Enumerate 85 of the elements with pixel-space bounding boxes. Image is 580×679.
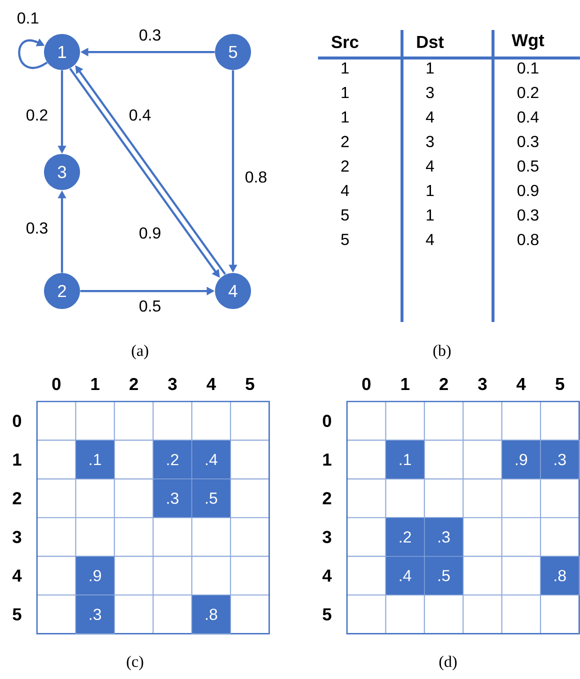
table-cell: 1 bbox=[426, 185, 434, 196]
row-header: 2 bbox=[322, 492, 332, 504]
filled-cell: .3 bbox=[424, 517, 464, 557]
edge-label: 0.8 bbox=[246, 171, 266, 183]
table-cell: 2 bbox=[341, 136, 349, 148]
table-cell: 0.3 bbox=[518, 209, 538, 221]
edge-label: 0.3 bbox=[140, 29, 160, 41]
filled-cell: .5 bbox=[191, 478, 231, 518]
table-cell: 4 bbox=[426, 112, 434, 122]
column-header: 4 bbox=[516, 378, 526, 390]
row-header: 0 bbox=[12, 414, 22, 428]
edge-label: 0.9 bbox=[140, 227, 160, 239]
table-cell: 1 bbox=[342, 62, 349, 74]
row-header: 0 bbox=[322, 414, 332, 428]
column-header: 2 bbox=[130, 378, 138, 390]
table-cell: 5 bbox=[341, 234, 349, 246]
column-header: 0 bbox=[362, 378, 370, 390]
table-cell: 3 bbox=[426, 136, 434, 148]
column-header: 2 bbox=[440, 378, 448, 390]
arrow bbox=[18, 38, 48, 69]
row-header: 4 bbox=[322, 570, 332, 582]
column-header: 0 bbox=[52, 378, 60, 390]
edge-label: 0.2 bbox=[26, 109, 48, 121]
filled-cell: .5 bbox=[424, 556, 464, 596]
column-header: 1 bbox=[91, 378, 100, 390]
table-cell: 0.5 bbox=[518, 160, 538, 172]
table-cell: 0.2 bbox=[518, 86, 538, 98]
filled-cell: .2 bbox=[152, 440, 192, 480]
table-cell: 0.9 bbox=[518, 184, 538, 196]
filled-cell: .8 bbox=[540, 556, 580, 596]
filled-cell: .1 bbox=[75, 440, 115, 480]
row-header: 5 bbox=[322, 608, 332, 620]
table-cell: 5 bbox=[341, 209, 349, 221]
graph-node: 3 bbox=[44, 154, 80, 190]
column-header: 5 bbox=[556, 378, 564, 390]
table-header: Src bbox=[332, 36, 358, 48]
filled-cell: .1 bbox=[385, 440, 425, 480]
row-header: 4 bbox=[12, 570, 22, 582]
graph-node: 2 bbox=[44, 273, 80, 309]
table-cell: 0.8 bbox=[518, 234, 538, 246]
graph-node: 5 bbox=[215, 34, 251, 70]
edge-label: 0.4 bbox=[130, 109, 151, 121]
table-cell: 1 bbox=[426, 62, 434, 74]
column-header: 5 bbox=[246, 378, 254, 390]
filled-cell: .3 bbox=[152, 478, 192, 518]
row-header: 5 bbox=[12, 608, 22, 620]
filled-cell: .3 bbox=[540, 440, 580, 480]
caption: (c) bbox=[126, 656, 144, 670]
table-cell: 0.1 bbox=[518, 62, 538, 74]
filled-cell: .9 bbox=[501, 440, 541, 480]
caption: (d) bbox=[439, 656, 457, 670]
column-header: 4 bbox=[206, 378, 216, 390]
table-cell: 4 bbox=[340, 185, 349, 196]
table-cell: 0.4 bbox=[518, 111, 539, 123]
column-header: 3 bbox=[168, 378, 177, 390]
graph-node: 4 bbox=[215, 273, 251, 309]
row-header: 2 bbox=[12, 492, 22, 504]
column-header: 1 bbox=[401, 378, 410, 390]
table-cell: 2 bbox=[341, 160, 349, 172]
filled-cell: .8 bbox=[191, 594, 231, 634]
filled-cell: .9 bbox=[75, 556, 115, 596]
edge-label: 0.5 bbox=[140, 300, 160, 312]
table-header: Wgt bbox=[512, 34, 544, 50]
filled-cell: .4 bbox=[385, 556, 425, 596]
edge-label: 0.1 bbox=[18, 12, 38, 24]
row-header: 1 bbox=[323, 454, 332, 466]
filled-cell: .2 bbox=[385, 517, 425, 557]
table-cell: 3 bbox=[426, 86, 434, 98]
filled-cell: .3 bbox=[75, 594, 115, 634]
caption: (a) bbox=[132, 344, 148, 360]
table-cell: 1 bbox=[426, 210, 434, 220]
column-header: 3 bbox=[478, 378, 487, 390]
row-header: 3 bbox=[322, 530, 332, 544]
table-cell: 0.3 bbox=[518, 136, 538, 148]
caption: (b) bbox=[433, 344, 451, 360]
filled-cell: .4 bbox=[191, 440, 231, 480]
row-header: 1 bbox=[13, 454, 22, 466]
table-cell: 4 bbox=[426, 160, 434, 172]
table-cell: 1 bbox=[342, 112, 349, 122]
table-cell: 1 bbox=[342, 87, 349, 98]
row-header: 3 bbox=[12, 530, 22, 544]
edge-label: 0.3 bbox=[26, 222, 48, 234]
graph-node: 1 bbox=[44, 34, 80, 70]
table-header: Dst bbox=[417, 36, 444, 48]
table-cell: 4 bbox=[426, 234, 434, 245]
